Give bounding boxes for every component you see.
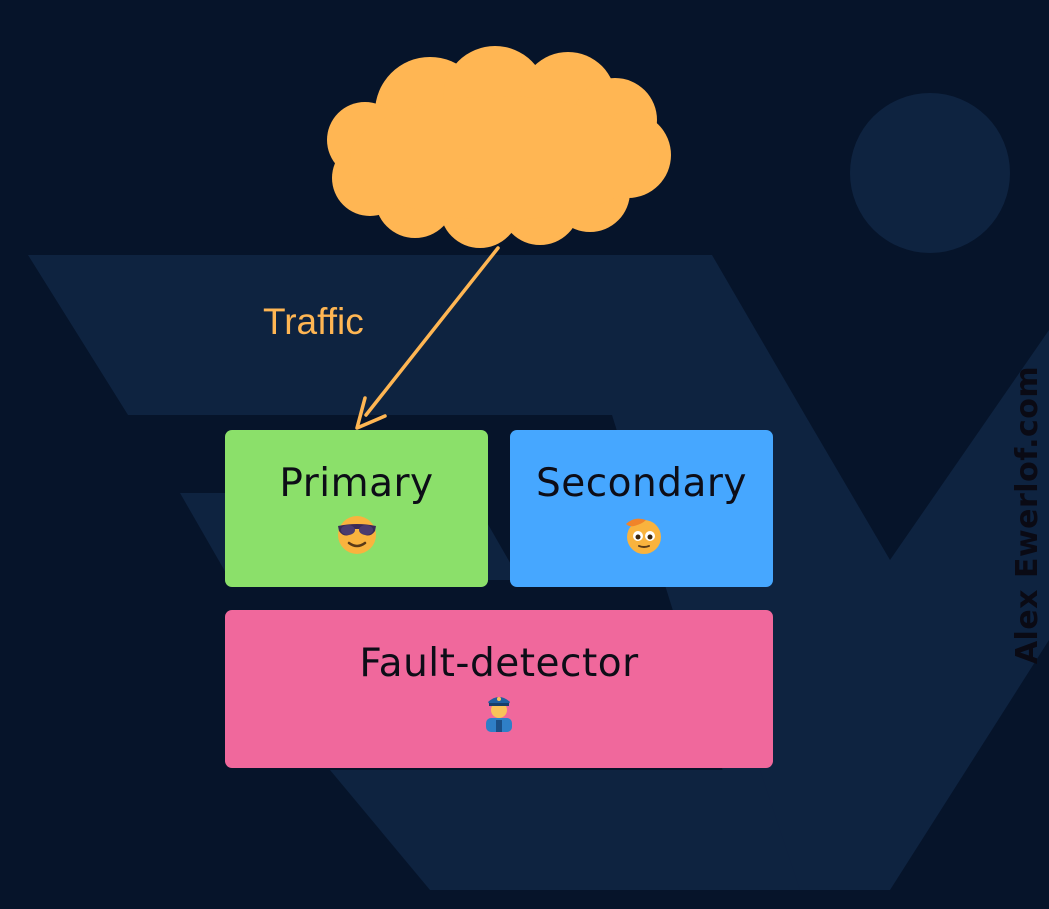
primary-title: Primary bbox=[279, 461, 434, 506]
background-bottom-band bbox=[330, 770, 800, 890]
saluting-face-icon bbox=[625, 518, 661, 554]
police-officer-icon bbox=[486, 697, 512, 732]
primary-node: Primary bbox=[225, 430, 488, 587]
background-circle bbox=[850, 93, 1010, 253]
fault-detector-title: Fault-detector bbox=[359, 641, 639, 686]
traffic-arrow bbox=[355, 246, 500, 430]
watermark-text: Alex Ewerlof.com bbox=[1010, 365, 1045, 665]
fault-detector-node: Fault-detector bbox=[225, 610, 773, 768]
secondary-title: Secondary bbox=[535, 461, 748, 506]
traffic-label: Traffic bbox=[263, 301, 364, 342]
cloud-icon bbox=[327, 46, 671, 248]
secondary-node: Secondary bbox=[510, 430, 773, 587]
sunglasses-face-icon bbox=[337, 516, 376, 554]
background-large-parallelogram bbox=[28, 255, 805, 415]
